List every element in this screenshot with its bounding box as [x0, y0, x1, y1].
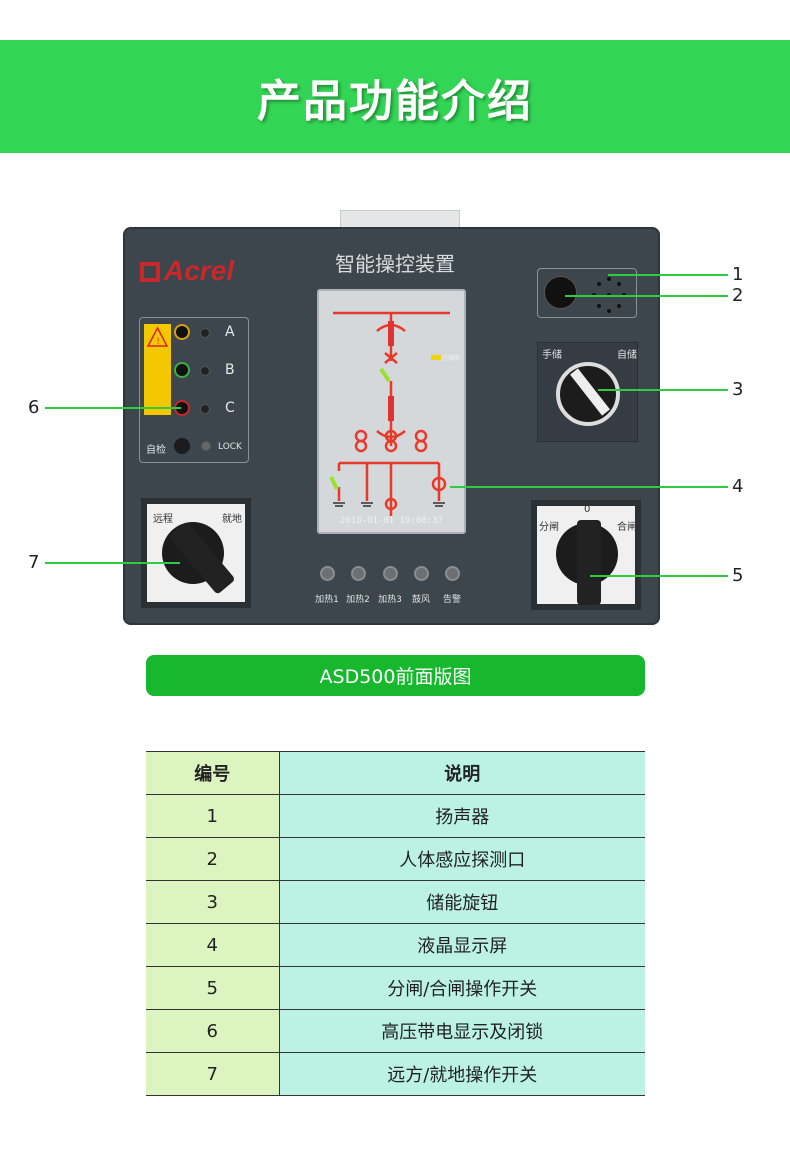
phase-b-led: [200, 366, 210, 376]
motion-sensor: [544, 276, 577, 309]
svg-text:!: !: [156, 337, 160, 347]
heater2-label: 加热2: [346, 595, 370, 605]
callout-line-1: [608, 274, 728, 276]
phase-a-label: A: [225, 324, 235, 340]
row-number: 6: [146, 1009, 280, 1053]
phase-c-label: C: [225, 400, 235, 416]
remote-local-switch[interactable]: [141, 498, 251, 608]
lcd-time: 2018-01-01 19:00:37: [340, 516, 443, 526]
phase-b-label: B: [225, 362, 235, 378]
lcd-status: 已储能: [431, 353, 460, 362]
callout-line-3: [598, 389, 728, 391]
row-description: 分闸/合闸操作开关: [279, 966, 645, 1010]
open-label: 分闸: [539, 522, 559, 533]
heater1-led: [320, 566, 335, 581]
warning-icon: !: [146, 326, 169, 347]
open-close-handle[interactable]: [577, 520, 601, 605]
lock-led: [201, 441, 211, 451]
phase-a-socket[interactable]: [174, 324, 190, 340]
header-number: 编号: [146, 751, 280, 795]
callout-3: 3: [732, 379, 744, 400]
callout-line-5: [590, 575, 728, 577]
brand-logo: Acrel: [140, 255, 234, 287]
alarm-led: [445, 566, 460, 581]
row-description: 人体感应探测口: [279, 837, 645, 881]
phase-c-led: [200, 404, 210, 414]
warning-label: !: [144, 324, 171, 415]
callout-1: 1: [732, 264, 744, 285]
row-description: 储能旋钮: [279, 880, 645, 924]
remote-label: 远程: [153, 514, 173, 525]
callout-line-7: [45, 562, 180, 564]
heater1-label: 加热1: [315, 595, 339, 605]
phase-b-socket[interactable]: [174, 362, 190, 378]
callout-7: 7: [28, 552, 40, 573]
callout-2: 2: [732, 285, 744, 306]
sensor-speaker-box: [537, 268, 637, 318]
store-right-label: 自储: [617, 350, 637, 361]
banner-title: 产品功能介绍: [257, 75, 533, 127]
callout-4: 4: [732, 476, 744, 497]
panel-title: 智能操控装置: [335, 252, 455, 276]
alarm-label: 告警: [442, 595, 461, 605]
phase-a-led: [200, 328, 210, 338]
heater3-led: [383, 566, 398, 581]
callout-line-2: [565, 295, 728, 297]
callout-5: 5: [732, 565, 744, 586]
row-number: 2: [146, 837, 280, 881]
row-number: 3: [146, 880, 280, 924]
page-banner: 产品功能介绍: [0, 40, 790, 153]
hv-indicator-box: [139, 317, 249, 463]
local-label: 就地: [222, 514, 242, 525]
store-left-label: 手储: [542, 350, 562, 361]
header-description: 说明: [279, 751, 645, 795]
callout-line-6: [45, 407, 181, 409]
fan-led: [414, 566, 429, 581]
row-description: 液晶显示屏: [279, 923, 645, 967]
self-test-button[interactable]: [174, 438, 190, 454]
table-header-row: 编号 说明: [146, 751, 645, 795]
lock-label: LOCK: [218, 442, 242, 452]
row-description: 远方/就地操作开关: [279, 1052, 645, 1096]
row-description: 高压带电显示及闭锁: [279, 1009, 645, 1053]
row-description: 扬声器: [279, 794, 645, 838]
zero-label: 0: [584, 504, 591, 515]
self-test-label: 自检: [146, 445, 166, 456]
row-number: 5: [146, 966, 280, 1010]
lcd-screen: 已储能 2018-01-01 19:00:37: [317, 289, 466, 534]
callout-line-4: [450, 486, 728, 488]
row-number: 4: [146, 923, 280, 967]
callout-6: 6: [28, 397, 40, 418]
heater3-label: 加热3: [378, 595, 402, 605]
row-number: 7: [146, 1052, 280, 1096]
row-number: 1: [146, 794, 280, 838]
fan-label: 鼓风: [411, 595, 430, 605]
close-label: 合闸: [617, 522, 637, 533]
heater2-led: [351, 566, 366, 581]
figure-caption: ASD500前面版图: [146, 655, 645, 696]
single-line-diagram: [329, 311, 450, 516]
